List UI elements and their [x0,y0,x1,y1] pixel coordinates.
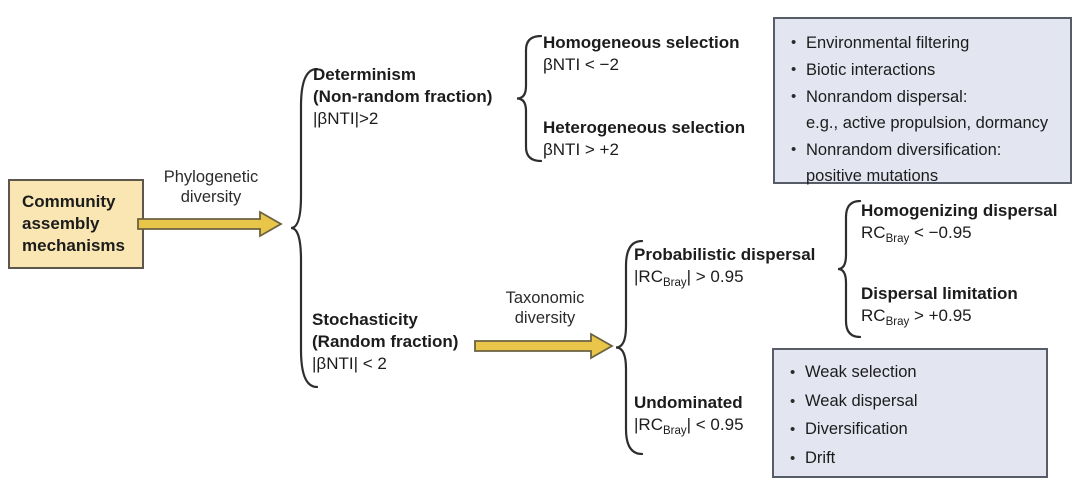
criterion-text: | > 0.95 [686,267,744,286]
list-item: Nonrandom diversification: positive muta… [789,137,1060,189]
homogenizing-dispersal-title: Homogenizing dispersal [861,201,1058,220]
stochasticity-criterion: |βNTI| < 2 [312,354,387,373]
determinism-branch: Determinism (Non-random fraction) |βNTI|… [313,64,492,130]
stochasticity-subtitle: (Random fraction) [312,332,459,351]
list-item: Nonrandom dispersal: e.g., active propul… [789,84,1060,136]
homogenizing-dispersal: Homogenizing dispersal RCBray < −0.95 [861,200,1057,247]
probabilistic-dispersal-title: Probabilistic dispersal [634,245,816,264]
criterion-subscript: Bray [885,233,910,245]
dispersal-limitation-title: Dispersal limitation [861,284,1018,303]
main-split-brace [290,68,318,388]
stochastic-processes-box: Weak selection Weak dispersal Diversific… [772,348,1048,478]
list-item: Environmental filtering [789,30,1060,56]
undominated: Undominated |RCBray| < 0.95 [634,392,744,439]
determinism-criterion: |βNTI|>2 [313,109,379,128]
criterion-subscript: Bray [662,277,687,289]
list-item: Weak selection [788,359,1036,387]
undominated-title: Undominated [634,393,743,412]
criterion-text: > +0.95 [909,306,972,325]
taxonomic-arrow [474,332,614,360]
criterion-text: | < 0.95 [686,415,744,434]
criterion-text: < −0.95 [909,223,972,242]
list-item: Drift [788,445,1036,473]
homogeneous-selection-title: Homogeneous selection [543,33,740,52]
probabilistic-dispersal-criterion: |RCBray| > 0.95 [634,265,815,291]
deterministic-processes-box: Environmental filtering Biotic interacti… [773,17,1072,185]
list-item: Diversification [788,416,1036,444]
stochastic-split-brace [615,240,643,455]
list-item: Biotic interactions [789,57,1060,83]
phylogenetic-arrow [137,210,283,238]
criterion-text: |RC [634,267,663,286]
phylogenetic-diversity-label: Phylogenetic diversity [163,168,259,206]
dispersal-split-brace [837,200,861,338]
dispersal-limitation: Dispersal limitation RCBray > +0.95 [861,283,1018,330]
selection-split-brace [516,35,542,162]
stochasticity-branch: Stochasticity (Random fraction) |βNTI| <… [312,309,458,375]
taxonomic-diversity-label: Taxonomic diversity [505,289,585,327]
criterion-text: RC [861,223,886,242]
list-item: Weak dispersal [788,388,1036,416]
criterion-text: |RC [634,415,663,434]
homogeneous-selection-criterion: βNTI < −2 [543,55,619,74]
heterogeneous-selection: Heterogeneous selection βNTI > +2 [543,117,745,161]
homogeneous-selection: Homogeneous selection βNTI < −2 [543,32,739,76]
determinism-subtitle: (Non-random fraction) [313,87,493,106]
criterion-text: RC [861,306,886,325]
stochasticity-title: Stochasticity [312,310,418,329]
community-assembly-box: Community assembly mechanisms [8,179,144,269]
criterion-subscript: Bray [662,425,687,437]
determinism-title: Determinism [313,65,416,84]
dispersal-limitation-criterion: RCBray > +0.95 [861,304,1018,330]
probabilistic-dispersal: Probabilistic dispersal |RCBray| > 0.95 [634,244,815,291]
homogenizing-dispersal-criterion: RCBray < −0.95 [861,221,1057,247]
criterion-subscript: Bray [885,316,910,328]
undominated-criterion: |RCBray| < 0.95 [634,413,744,439]
heterogeneous-selection-title: Heterogeneous selection [543,118,746,137]
heterogeneous-selection-criterion: βNTI > +2 [543,140,619,159]
